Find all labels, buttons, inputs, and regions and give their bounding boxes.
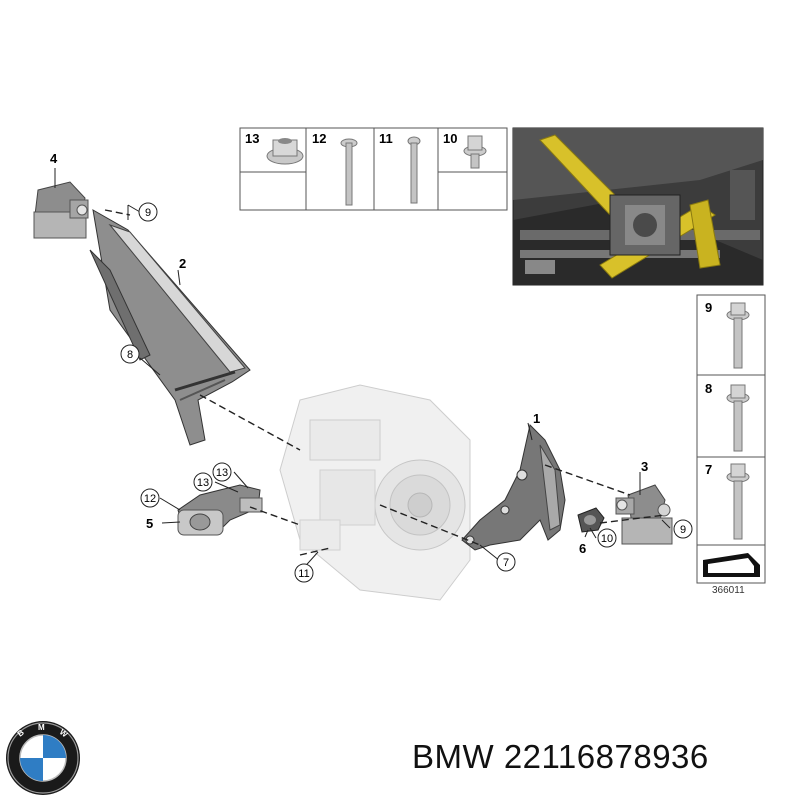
drawing-number: 366011 [712,585,745,596]
alignment-lines [104,209,666,556]
long-bolt-icon [340,138,358,206]
ref-13-right: 13 [216,467,228,479]
transmission-housing [279,384,471,601]
side-panel-number-7: 7 [705,462,713,477]
support-arm-part-2 [89,209,251,446]
ref-13-left: 13 [197,477,209,489]
svg-text:B: B [16,728,26,739]
flange-bolt-icon [463,135,487,169]
leader-lines [54,168,671,573]
bmw-logo: B M W [6,721,80,795]
panel-number-13: 13 [245,131,260,146]
engine-mount-part-4 [33,181,89,239]
circled-references [120,202,693,583]
long-bolt-icon [407,136,421,204]
ref-8: 8 [127,349,133,361]
ref-7: 7 [503,557,509,569]
ref-11: 11 [298,568,309,580]
ref-12: 12 [144,493,156,505]
callout-1: 1 [533,411,540,426]
panel-number-10: 10 [443,131,458,146]
flange-nut-icon [266,138,304,165]
side-fastener-panel [696,294,766,584]
lower-mount-part-5 [177,484,263,536]
side-panel-number-9: 9 [705,300,713,315]
panel-number-12: 12 [312,131,327,146]
hex-flange-bolt-icon [726,302,750,369]
direction-arrow-icon [703,553,760,577]
svg-text:M: M [38,723,45,732]
callout-6: 6 [579,541,586,556]
svg-text:W: W [58,727,70,739]
callout-3: 3 [641,459,648,474]
fastener-panel [239,127,508,211]
engine-mount-part-3 [615,484,673,545]
callout-4: 4 [50,151,58,166]
hex-flange-bolt-icon [726,463,750,540]
callout-2: 2 [179,256,186,271]
ref-10: 10 [601,533,613,545]
vehicle-frame-inset [512,127,764,286]
side-panel-number-8: 8 [705,381,713,396]
circled-reference-labels: 9 8 12 13 13 11 7 10 9 [127,207,686,580]
bracket-part-1 [461,424,566,551]
panel-number-11: 11 [379,131,393,146]
hex-flange-bolt-icon [726,384,750,452]
brand-part-number: BMW 22116878936 [412,738,709,775]
ref-9-top: 9 [145,207,151,219]
small-mount-part-6 [577,507,605,533]
ref-9-right: 9 [680,524,686,536]
callout-5: 5 [146,516,153,531]
callout-numbers: 4 2 1 3 5 6 [50,151,648,556]
